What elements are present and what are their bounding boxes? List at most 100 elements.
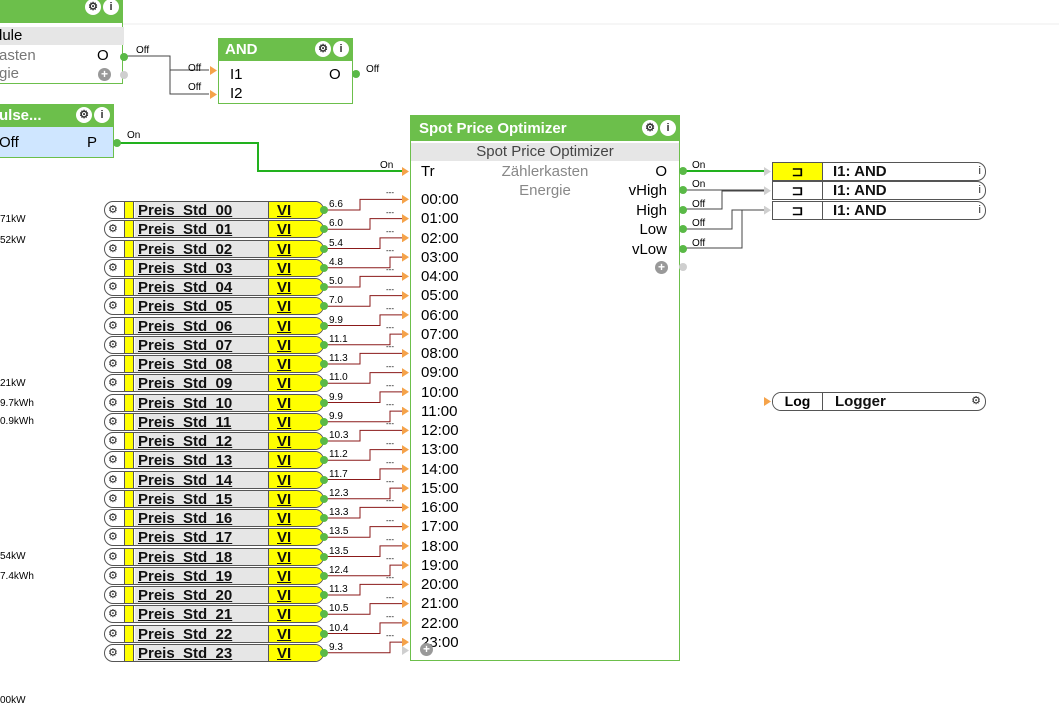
output-port[interactable]	[320, 398, 328, 407]
info-icon[interactable]: i	[660, 120, 676, 136]
output-port[interactable]	[320, 437, 328, 445]
gear-icon[interactable]: ⚙	[108, 531, 118, 544]
output-port[interactable]	[352, 70, 360, 78]
input-port[interactable]	[402, 406, 409, 416]
add-input-plus-icon[interactable]: +	[420, 643, 433, 656]
info-icon[interactable]: i	[978, 203, 981, 216]
gear-icon[interactable]: ⚙	[642, 120, 658, 136]
output-port[interactable]	[320, 417, 328, 426]
gear-icon[interactable]: ⚙	[108, 550, 118, 563]
output-port[interactable]	[320, 225, 328, 234]
block-pulse[interactable]: ulse... ⚙i Off P	[0, 104, 114, 158]
gear-icon[interactable]: ⚙	[108, 415, 118, 428]
gear-icon[interactable]: ⚙	[108, 281, 118, 293]
output-port[interactable]	[320, 244, 328, 253]
info-icon[interactable]: i	[103, 0, 119, 15]
gear-icon[interactable]: ⚙	[108, 300, 118, 313]
input-port[interactable]	[402, 233, 409, 243]
output-port[interactable]	[679, 244, 687, 253]
input-port[interactable]	[402, 214, 409, 224]
add-output-plus-icon[interactable]: +	[655, 261, 668, 274]
output-port[interactable]	[320, 475, 328, 484]
gear-icon[interactable]: ⚙	[108, 608, 118, 621]
output-port[interactable]	[320, 321, 328, 330]
input-port[interactable]	[210, 66, 217, 75]
gear-icon[interactable]: ⚙	[108, 492, 118, 505]
output-port[interactable]	[320, 591, 328, 599]
input-port[interactable]	[402, 464, 409, 474]
input-port[interactable]	[402, 599, 409, 609]
input-port[interactable]	[402, 194, 409, 204]
block-header[interactable]: ⚙i	[0, 0, 122, 23]
output-port[interactable]	[120, 53, 128, 61]
add-output-plus-icon[interactable]: +	[98, 68, 111, 81]
gear-icon[interactable]: ⚙	[108, 261, 118, 274]
output-port[interactable]	[320, 494, 328, 503]
gear-icon[interactable]: ⚙	[108, 627, 118, 640]
gear-icon[interactable]: ⚙	[315, 41, 331, 57]
gear-icon[interactable]: ⚙	[108, 512, 118, 524]
gear-icon[interactable]: ⚙	[108, 435, 118, 447]
output-port[interactable]	[679, 186, 687, 195]
input-port[interactable]	[764, 186, 771, 196]
output-port[interactable]	[320, 571, 328, 580]
input-port[interactable]	[402, 637, 409, 647]
input-port[interactable]	[402, 329, 409, 339]
block-header[interactable]: ulse... ⚙i	[0, 105, 113, 127]
block-top-left[interactable]: ⚙i lule asten O gie +	[0, 0, 124, 84]
block-header[interactable]: AND ⚙i	[219, 39, 352, 61]
output-port[interactable]	[113, 139, 121, 147]
gear-icon[interactable]: ⚙	[108, 204, 118, 216]
gear-icon[interactable]: ⚙	[108, 242, 118, 255]
output-port[interactable]	[679, 167, 687, 175]
output-port[interactable]	[320, 379, 328, 388]
output-port[interactable]	[320, 629, 328, 638]
output-port[interactable]	[320, 263, 328, 272]
logger-block[interactable]: Log Logger ⚙	[772, 392, 986, 411]
input-port[interactable]	[402, 310, 409, 320]
input-port[interactable]	[402, 445, 409, 455]
output-port[interactable]	[679, 263, 687, 271]
info-icon[interactable]: i	[333, 41, 349, 57]
gear-icon[interactable]: ⚙	[971, 395, 981, 407]
gear-icon[interactable]: ⚙	[76, 107, 92, 123]
input-port[interactable]	[210, 90, 217, 99]
gear-icon[interactable]: ⚙	[108, 358, 118, 370]
input-port[interactable]	[402, 271, 409, 281]
output-port[interactable]	[320, 552, 328, 561]
output-port[interactable]	[320, 514, 328, 522]
info-icon[interactable]: i	[978, 165, 981, 177]
input-port[interactable]	[402, 618, 409, 628]
spot-price-optimizer-block[interactable]: Spot Price Optimizer ⚙i Spot Price Optim…	[410, 115, 680, 661]
gear-icon[interactable]: ⚙	[108, 223, 118, 236]
input-port[interactable]	[402, 646, 409, 655]
input-port[interactable]	[402, 483, 409, 493]
gear-icon[interactable]: ⚙	[108, 454, 118, 467]
input-port[interactable]	[402, 368, 409, 378]
output-port[interactable]	[320, 302, 328, 311]
gear-icon[interactable]: ⚙	[108, 338, 118, 351]
info-icon[interactable]: i	[94, 107, 110, 123]
output-port[interactable]	[679, 205, 687, 214]
output-port[interactable]	[320, 283, 328, 291]
input-port[interactable]	[402, 291, 409, 301]
output-port[interactable]	[320, 648, 328, 657]
input-port[interactable]	[402, 425, 409, 435]
gear-icon[interactable]: ⚙	[108, 646, 118, 659]
